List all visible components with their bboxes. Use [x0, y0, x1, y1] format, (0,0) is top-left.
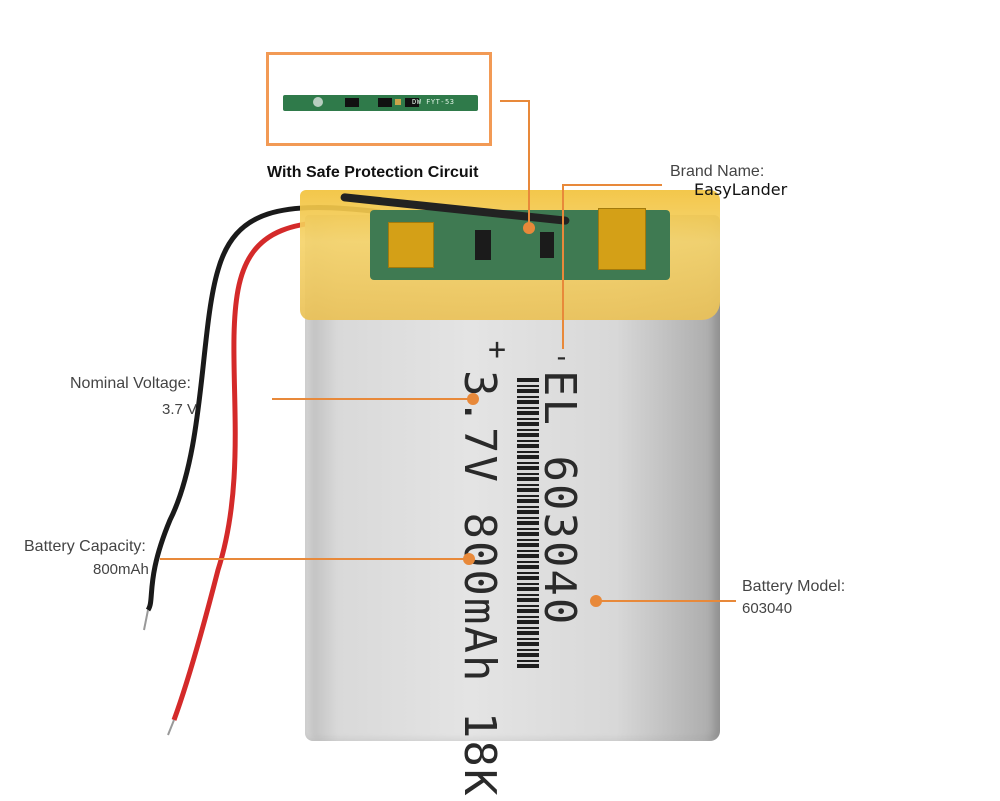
brand-callout-line: [562, 184, 564, 349]
solder-pad-left: [388, 222, 434, 268]
model-value: 603040: [742, 600, 793, 617]
chip: [475, 230, 491, 260]
capacity-callout-dot: [463, 553, 475, 565]
capacity-label: Battery Capacity:: [24, 538, 146, 555]
barcode: [517, 378, 539, 668]
polarity-positive: +: [488, 332, 507, 367]
chip: [540, 232, 554, 258]
voltage-label: Nominal Voltage:: [70, 375, 191, 392]
capacity-value: 800mAh: [93, 561, 149, 578]
model-callout-dot: [590, 595, 602, 607]
printed-specs: 3.7V 800mAh 18K: [454, 370, 505, 798]
solder-pad-right: [598, 208, 646, 270]
pcb-marking: DW FYT-53: [412, 98, 455, 106]
battery-wires: [143, 205, 381, 736]
voltage-callout-line: [272, 398, 472, 400]
brand-callout-line: [562, 184, 662, 186]
printed-model: EL 603040: [534, 370, 585, 627]
voltage-value: 3.7 V: [162, 401, 198, 418]
pcb-strip-image: [283, 95, 478, 111]
model-label: Battery Model:: [742, 578, 846, 595]
circuit-callout-line: [528, 100, 530, 225]
brand-value: EasyLander: [694, 180, 788, 199]
protection-circuit-caption: With Safe Protection Circuit: [267, 164, 479, 181]
model-callout-line: [600, 600, 736, 602]
voltage-callout-dot: [467, 393, 479, 405]
polarity-negative: -: [553, 340, 570, 373]
circuit-callout-line: [500, 100, 530, 102]
circuit-callout-dot: [523, 222, 535, 234]
capacity-callout-line: [160, 558, 470, 560]
brand-label: Brand Name:: [670, 163, 765, 180]
battery-pcb: [370, 208, 670, 280]
